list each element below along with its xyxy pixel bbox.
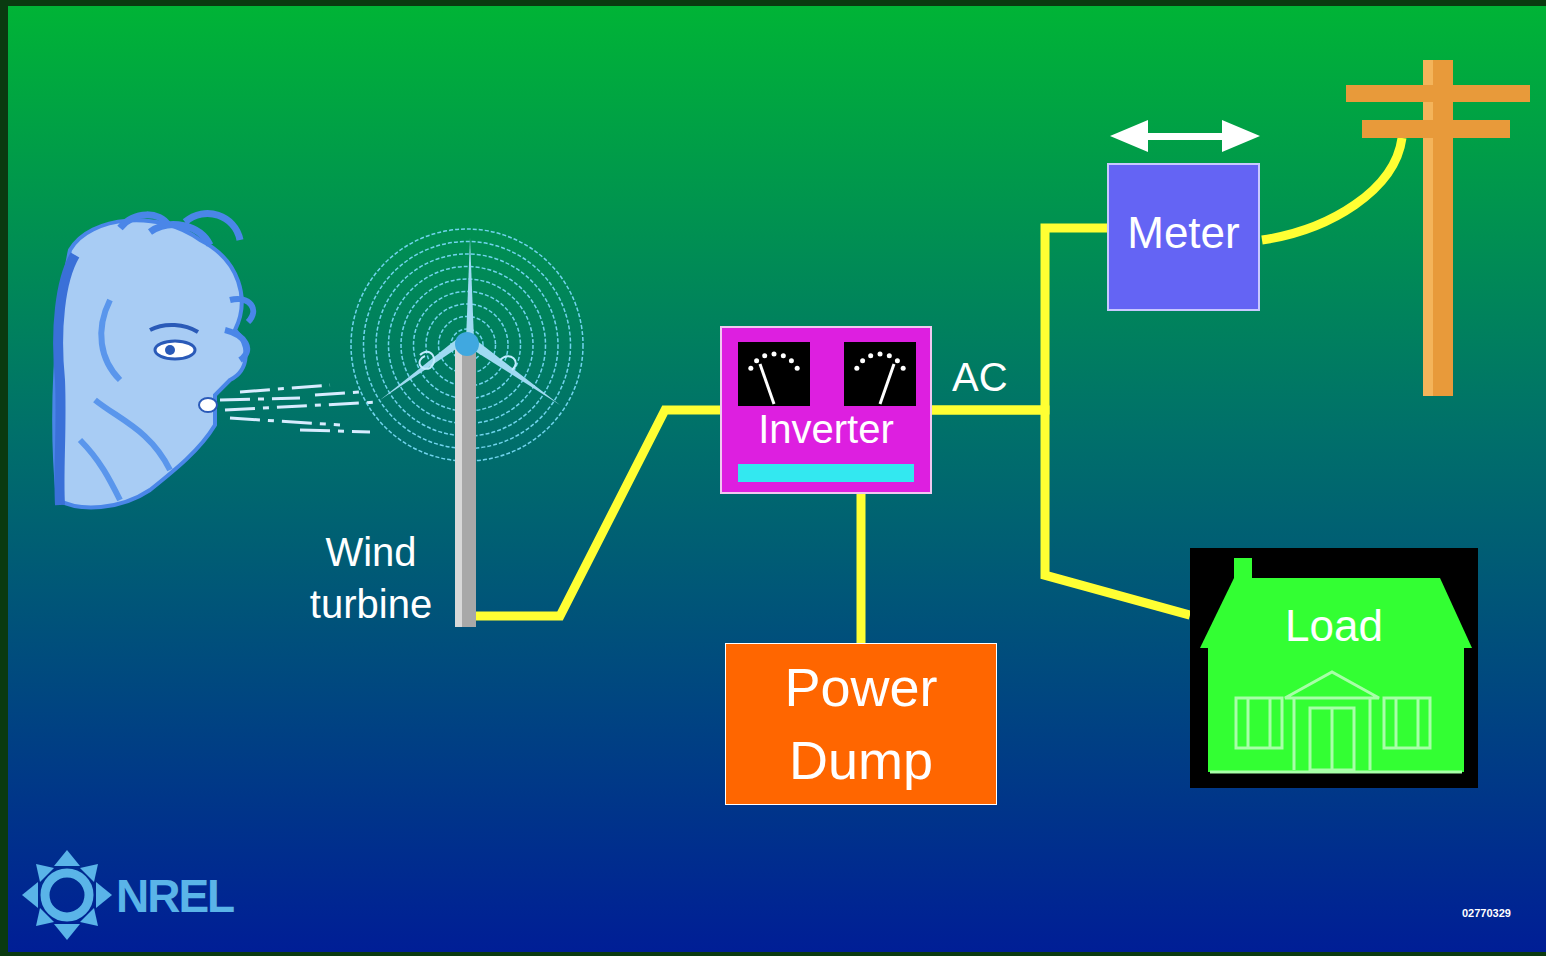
node-label: Inverter [758, 406, 894, 452]
dial-gauge [844, 342, 916, 406]
ac-wire [932, 228, 1107, 410]
service-wire [1262, 138, 1402, 240]
node-label: Power Dump [761, 651, 961, 797]
house-shape [1200, 558, 1472, 772]
inverter-box: Inverter [720, 326, 932, 494]
dial-gauge [738, 342, 810, 406]
meter-box: Meter [1107, 163, 1260, 311]
nrel-logo-symbol [22, 850, 112, 940]
bidirectional-arrow [1110, 120, 1260, 152]
wind-face [54, 214, 380, 508]
house-drawing [1190, 548, 1478, 788]
ac-wire [932, 410, 1190, 615]
dc-wire [476, 410, 722, 616]
display-bar [738, 464, 914, 482]
power-dump-box: Power Dump [725, 643, 997, 805]
turbine-label: Wind turbine [288, 526, 454, 630]
ac-wire [857, 494, 866, 643]
node-label: Meter [1127, 208, 1239, 259]
utility-pole [1346, 60, 1530, 396]
ac-label: AC [952, 354, 1008, 400]
load-house: Load [1190, 548, 1478, 788]
slide-code: 02770329 [1462, 907, 1511, 920]
gradient-ground [8, 6, 1546, 952]
nrel-logo-text: NREL [116, 870, 233, 923]
node-label: Load [1285, 601, 1383, 652]
